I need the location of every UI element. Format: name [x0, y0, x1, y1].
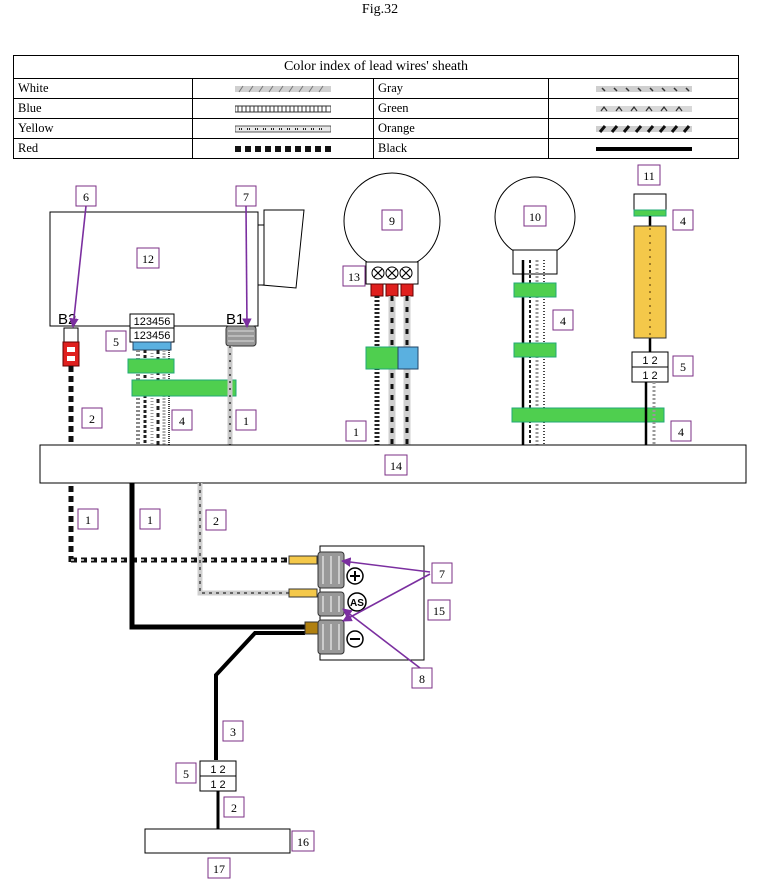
- svg-text:1: 1: [147, 513, 153, 527]
- legend-row: White Gray: [13, 78, 739, 99]
- six-pin-numbers: 123456: [134, 316, 171, 328]
- two-pin-numbers: 1 2: [642, 370, 657, 382]
- callout-1: 1: [235, 409, 257, 431]
- callout-5: 5: [175, 762, 197, 784]
- callout-2: 2: [81, 407, 103, 429]
- svg-text:17: 17: [213, 862, 225, 876]
- black-wire-negative: [129, 483, 305, 630]
- svg-text:2: 2: [89, 412, 95, 426]
- blue-tape: [397, 346, 419, 370]
- legend-color-name: Black: [373, 138, 549, 159]
- callout-3: 3: [222, 720, 244, 742]
- callout-7: 7: [235, 185, 257, 207]
- figure-title: Fig.32: [361, 2, 399, 17]
- svg-text:4: 4: [680, 214, 686, 228]
- svg-text:9: 9: [389, 214, 395, 228]
- callout-arrows: [69, 205, 431, 669]
- component-9-wires: [374, 296, 411, 445]
- callout-10: 10: [523, 205, 547, 227]
- callout-1: 1: [77, 508, 99, 530]
- two-pin-numbers: 1 2: [642, 355, 657, 367]
- legend-color-name: Gray: [373, 78, 549, 99]
- legend-sample-black: [548, 138, 739, 159]
- callout-5: 5: [105, 330, 127, 352]
- legend-title: Color index of lead wires' sheath: [13, 55, 739, 79]
- controller-box: [49, 211, 259, 327]
- svg-text:5: 5: [113, 335, 119, 349]
- callout-4: 4: [171, 409, 193, 431]
- svg-text:1: 1: [243, 414, 249, 428]
- svg-text:12: 12: [142, 252, 154, 266]
- svg-text:2: 2: [213, 514, 219, 528]
- as-icon: [347, 592, 367, 612]
- callout-6: 6: [75, 185, 97, 207]
- callout-7: 7: [431, 562, 453, 584]
- svg-text:8: 8: [419, 672, 425, 686]
- callout-14: 14: [384, 454, 408, 476]
- svg-text:7: 7: [243, 190, 249, 204]
- svg-text:2: 2: [231, 801, 237, 815]
- controller-bracket: [261, 209, 305, 289]
- svg-text:13: 13: [348, 270, 360, 284]
- callout-2: 2: [205, 509, 227, 531]
- legend-row: Red Black: [13, 138, 739, 159]
- svg-text:4: 4: [179, 414, 185, 428]
- svg-text:1: 1: [85, 513, 91, 527]
- six-pin-numbers: 123456: [134, 330, 171, 342]
- callout-1: 1: [345, 420, 367, 442]
- green-tape: [511, 407, 665, 423]
- callout-17: 17: [207, 857, 231, 879]
- callouts: 6 7 12 9 10 11 4 13 4 5 5 2 4 1 1 4 14 1…: [75, 164, 694, 879]
- svg-text:AS: AS: [350, 598, 364, 609]
- b2-terminal-cap: [63, 327, 79, 343]
- svg-text:10: 10: [529, 210, 541, 224]
- legend-color-name: Red: [13, 138, 193, 159]
- svg-text:4: 4: [678, 425, 684, 439]
- svg-text:3: 3: [230, 725, 236, 739]
- callout-15: 15: [427, 599, 451, 621]
- gray-wire-as: [197, 483, 290, 596]
- callout-8: 8: [411, 667, 433, 689]
- component-11-cap: [633, 193, 667, 211]
- black-wire-to-16: [214, 631, 305, 760]
- two-pin-numbers: 1 2: [210, 764, 225, 776]
- battery-terminals: [288, 551, 345, 655]
- callout-9: 9: [381, 209, 403, 231]
- callout-16: 16: [291, 830, 315, 852]
- callout-12: 12: [136, 247, 160, 269]
- svg-text:16: 16: [297, 835, 309, 849]
- callout-4: 4: [672, 209, 694, 231]
- green-tape: [127, 358, 175, 374]
- legend-color-name: Green: [373, 98, 549, 119]
- svg-text:5: 5: [183, 767, 189, 781]
- svg-text:7: 7: [439, 567, 445, 581]
- green-tape: [513, 342, 557, 358]
- svg-text:1: 1: [353, 425, 359, 439]
- svg-text:14: 14: [390, 459, 402, 473]
- svg-text:15: 15: [433, 604, 445, 618]
- component-10-base: [512, 249, 558, 275]
- color-index-legend: Color index of lead wires' sheath White …: [13, 55, 739, 159]
- callout-4: 4: [552, 309, 574, 331]
- component-16-box: [144, 828, 291, 854]
- red-wire-b2: [68, 366, 290, 563]
- svg-text:4: 4: [560, 314, 566, 328]
- callout-11: 11: [637, 164, 661, 186]
- legend-sample-red: [192, 138, 374, 159]
- b2-red-terminal: [62, 341, 80, 367]
- callout-5: 5: [672, 355, 694, 377]
- green-tape: [131, 379, 237, 397]
- svg-text:5: 5: [680, 360, 686, 374]
- callout-1: 1: [139, 508, 161, 530]
- callout-2: 2: [223, 796, 245, 818]
- callout-4: 4: [670, 420, 692, 442]
- two-pin-connector-bottom: [631, 366, 669, 383]
- callout-13: 13: [342, 265, 366, 287]
- svg-text:6: 6: [83, 190, 89, 204]
- svg-text:11: 11: [643, 169, 655, 183]
- two-pin-numbers: 1 2: [210, 779, 225, 791]
- terminal-b1-label: B1: [226, 311, 244, 328]
- green-tape: [513, 282, 557, 298]
